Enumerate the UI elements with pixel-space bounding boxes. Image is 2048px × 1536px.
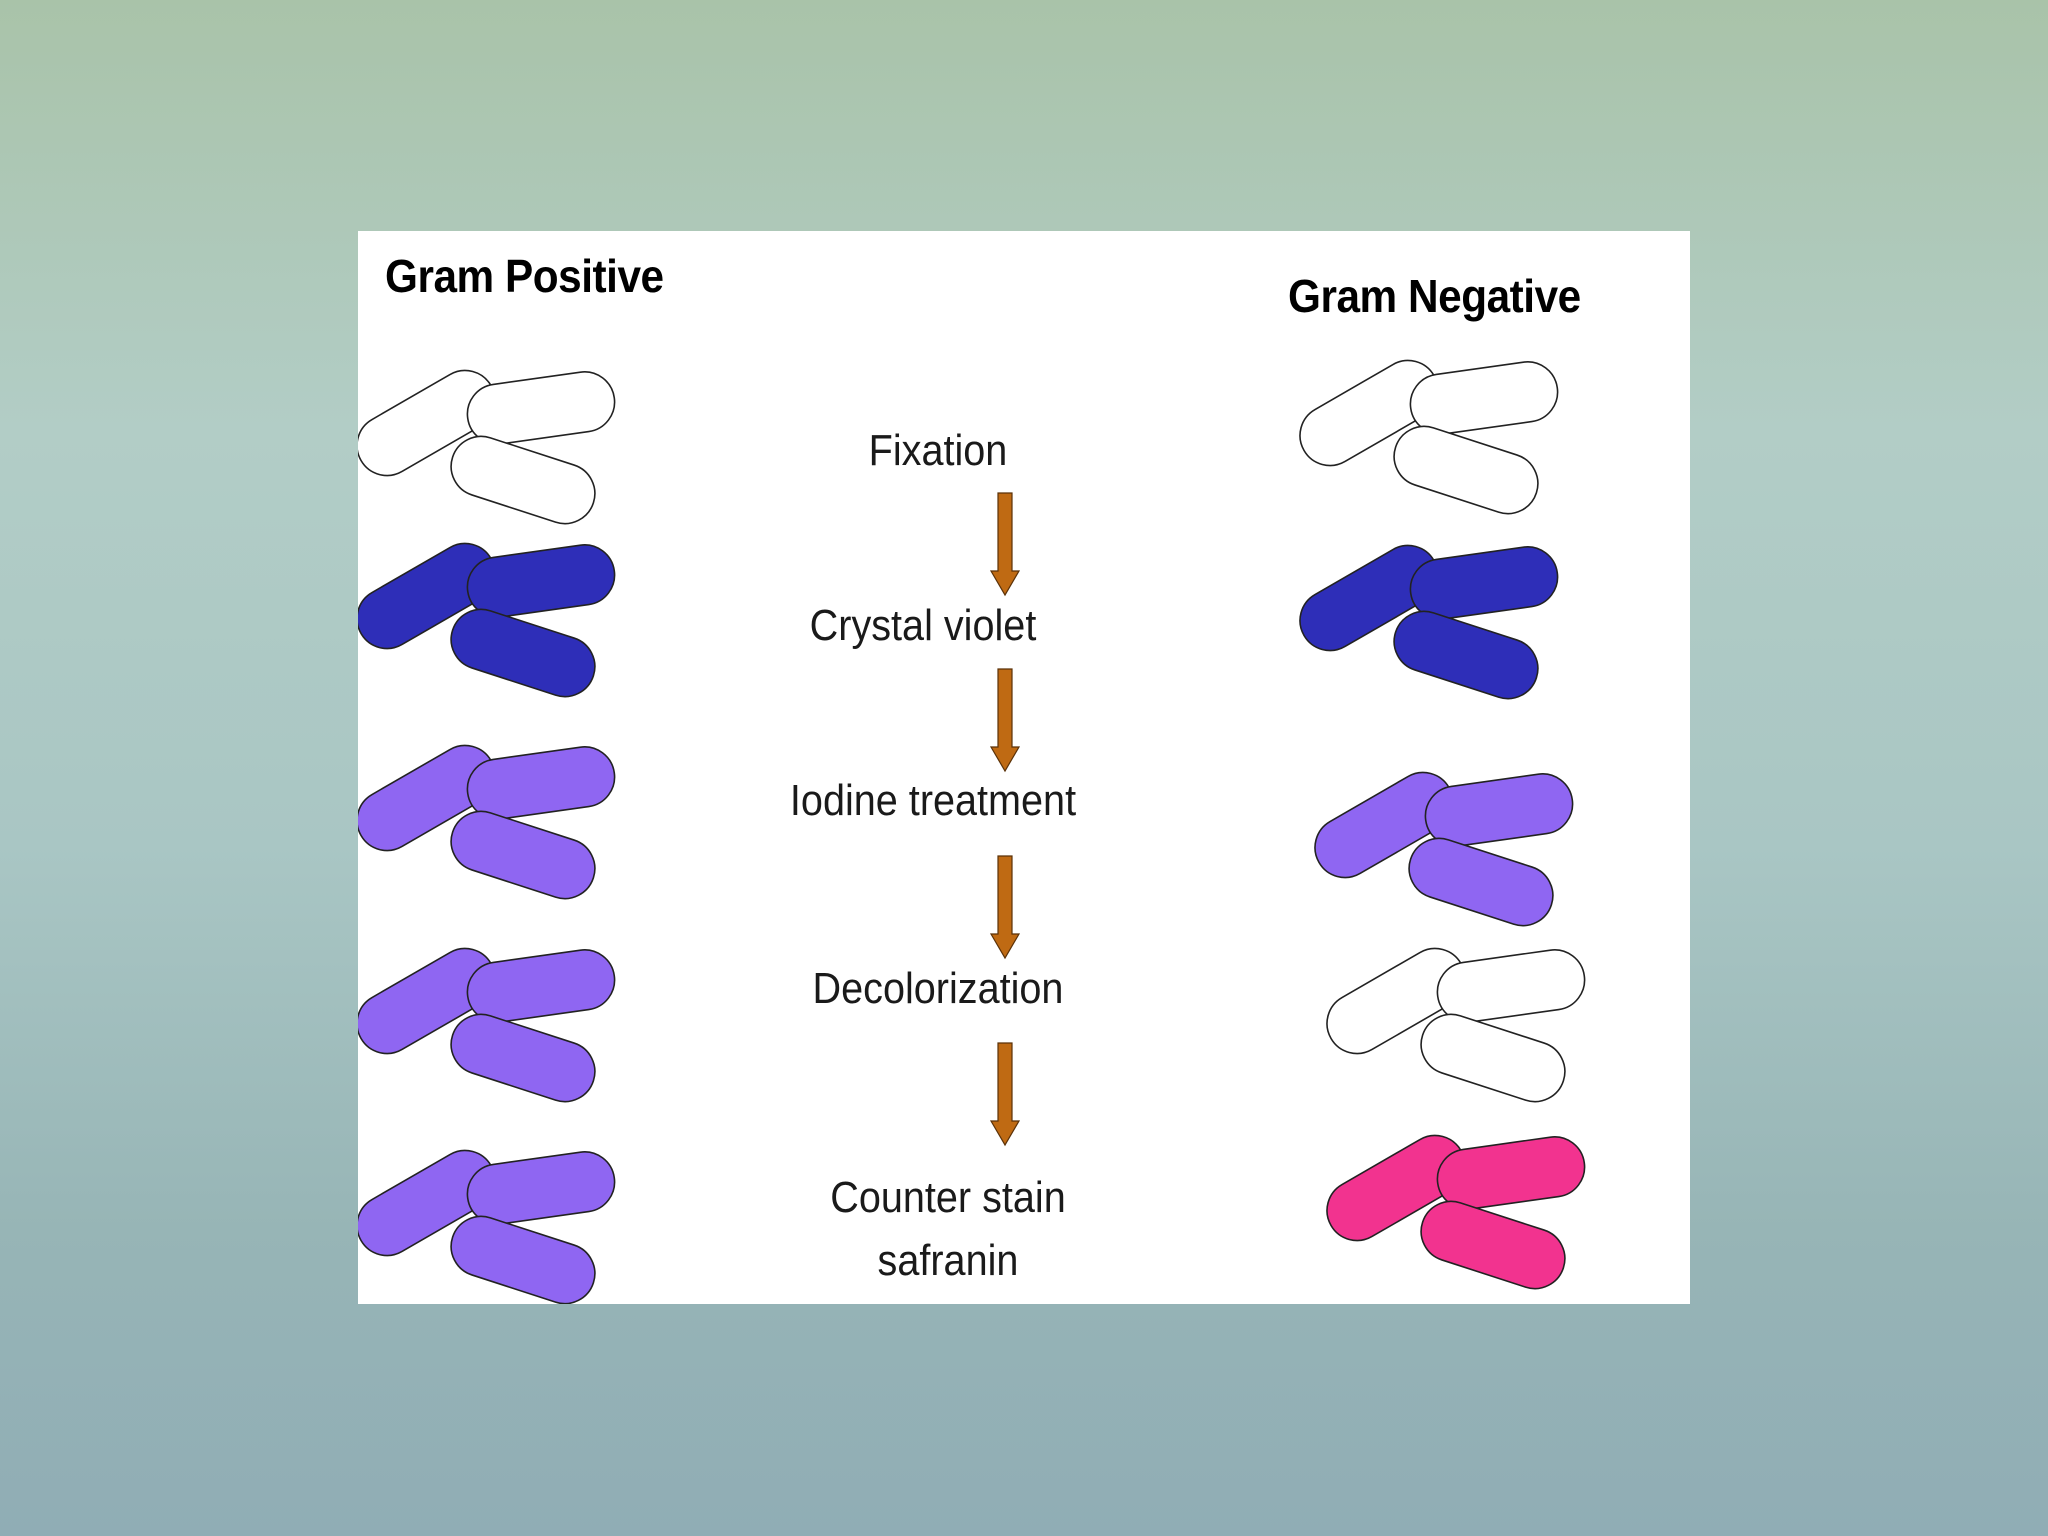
bacterium-cell <box>1424 773 1574 847</box>
gram-positive-cluster-1 <box>358 369 616 525</box>
bacterium-cell <box>1409 546 1559 620</box>
bacterium-cell <box>1436 949 1586 1023</box>
step-crystal-violet: Crystal violet <box>809 601 1037 650</box>
down-arrow-icon <box>989 855 1021 960</box>
gram-positive-heading: Gram Positive <box>385 250 664 302</box>
gram-positive-cluster-3 <box>358 744 616 900</box>
bacterium-cell <box>450 810 596 900</box>
gram-stain-diagram <box>358 359 1586 1304</box>
gram-positive-cluster-2 <box>358 542 616 698</box>
down-arrow-icon <box>989 1042 1021 1147</box>
bacterium-cell <box>1409 361 1559 435</box>
gram-stain-panel: Gram Positive Gram Negative Fixation Cry… <box>358 231 1690 1304</box>
bacterium-cell <box>466 949 616 1023</box>
bacterium-cell <box>1420 1013 1566 1103</box>
step-safranin: safranin <box>877 1236 1019 1285</box>
bacterium-cell <box>466 746 616 820</box>
bacterium-cell <box>450 1013 596 1103</box>
step-fixation: Fixation <box>868 426 1008 475</box>
step-iodine-treatment: Iodine treatment <box>789 776 1077 825</box>
bacterium-cell <box>466 371 616 445</box>
bacterium-cell <box>466 1151 616 1225</box>
gram-negative-cluster-3 <box>1314 771 1574 927</box>
bacterium-cell <box>1420 1200 1566 1290</box>
step-counter-stain: Counter stain <box>830 1173 1066 1222</box>
gram-negative-cluster-1 <box>1299 359 1559 515</box>
gram-negative-cluster-4 <box>1326 947 1586 1103</box>
gram-negative-heading: Gram Negative <box>1288 270 1581 322</box>
bacterium-cell <box>1436 1136 1586 1210</box>
gram-negative-cluster-5 <box>1326 1134 1586 1290</box>
gram-positive-cluster-4 <box>358 947 616 1103</box>
gram-negative-cluster-2 <box>1299 544 1559 700</box>
down-arrow-icon <box>989 492 1021 597</box>
bacterium-cell <box>1408 837 1554 927</box>
step-decolorization: Decolorization <box>812 964 1064 1013</box>
bacterium-cell <box>1393 610 1539 700</box>
bacterium-cell <box>1393 425 1539 515</box>
bacterium-cell <box>466 544 616 618</box>
bacterium-cell <box>450 435 596 525</box>
bacterium-cell <box>450 608 596 698</box>
bacterium-cell <box>450 1215 596 1304</box>
gram-positive-cluster-5 <box>358 1149 616 1304</box>
down-arrow-icon <box>989 668 1021 773</box>
